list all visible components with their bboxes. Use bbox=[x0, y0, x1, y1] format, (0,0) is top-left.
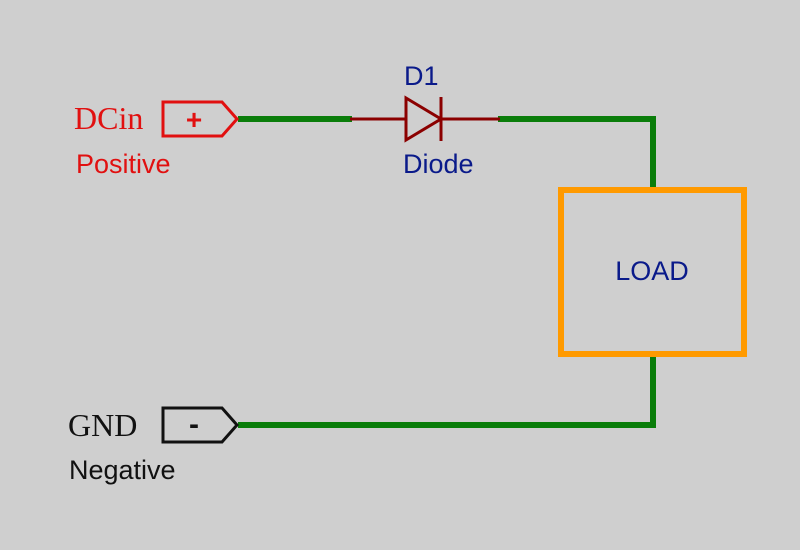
diode-value: Diode bbox=[403, 149, 474, 179]
load-block[interactable]: LOAD bbox=[558, 187, 747, 357]
negative-net-name: GND bbox=[68, 407, 137, 443]
wire-diode-to-load bbox=[498, 116, 656, 190]
negative-label: Negative bbox=[69, 455, 176, 485]
load-label: LOAD bbox=[615, 256, 689, 286]
positive-terminal[interactable]: + bbox=[161, 100, 240, 138]
positive-port-symbol: + bbox=[186, 104, 202, 135]
diode-designator: D1 bbox=[404, 61, 439, 91]
positive-net-name: DCin bbox=[74, 100, 143, 136]
positive-label: Positive bbox=[76, 149, 171, 179]
diode-triangle bbox=[404, 95, 444, 143]
diode-icon[interactable] bbox=[350, 95, 500, 143]
negative-terminal[interactable]: - bbox=[161, 406, 240, 444]
negative-port-symbol: - bbox=[189, 408, 199, 441]
negative-port-icon bbox=[161, 406, 240, 444]
wires bbox=[238, 116, 656, 428]
wire-load-to-ground bbox=[238, 354, 656, 428]
positive-port-icon bbox=[161, 100, 240, 138]
load-box bbox=[558, 187, 747, 357]
